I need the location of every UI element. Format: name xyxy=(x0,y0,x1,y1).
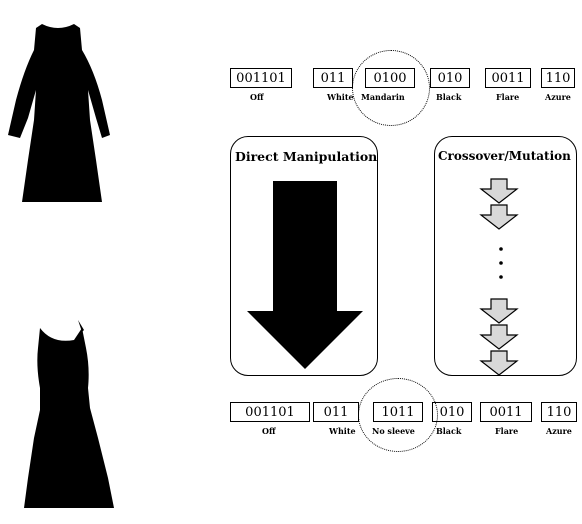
gene-label: Azure xyxy=(546,426,572,436)
gene-trim: 110 xyxy=(541,68,575,88)
gene-color: 011 xyxy=(313,68,353,88)
dress-long-sleeve-icon xyxy=(8,24,110,202)
down-arrow-icon xyxy=(479,324,519,350)
panel-title: Direct Manipulation xyxy=(235,149,378,164)
gene-label: Off xyxy=(250,92,264,102)
gene-label: White xyxy=(329,426,356,436)
gene-skirt: 0011 xyxy=(480,402,532,422)
gene-skirt: 0011 xyxy=(485,68,531,88)
direct-manipulation-panel: Direct Manipulation xyxy=(230,136,378,376)
dress-long-sleeve-image xyxy=(8,18,110,202)
gene-pattern: 010 xyxy=(430,68,470,88)
gene-label: White xyxy=(327,92,354,102)
down-arrow-icon xyxy=(479,204,519,230)
down-arrow-icon xyxy=(479,178,519,204)
gene-label: Flare xyxy=(495,426,519,436)
gene-label: Off xyxy=(262,426,276,436)
gene-label: Azure xyxy=(545,92,571,102)
gene-color: 011 xyxy=(313,402,359,422)
panel-title: Crossover/Mutation xyxy=(438,149,571,163)
gene-trim: 110 xyxy=(541,402,577,422)
gene-collar: 001101 xyxy=(230,402,310,422)
gene-pattern: 010 xyxy=(432,402,472,422)
down-arrow-icon xyxy=(479,298,519,324)
highlight-circle xyxy=(358,378,438,452)
gene-label: Flare xyxy=(496,92,520,102)
down-arrow-icon xyxy=(479,350,519,376)
dress-sleeveless-image xyxy=(24,320,114,508)
gene-collar: 001101 xyxy=(230,68,292,88)
dress-sleeveless-icon xyxy=(24,328,114,508)
gene-label: Black xyxy=(436,92,462,102)
down-arrow-icon xyxy=(247,181,363,369)
crossover-mutation-panel: Crossover/Mutation xyxy=(434,136,577,376)
highlight-circle xyxy=(352,50,430,126)
gene-label: Black xyxy=(436,426,462,436)
